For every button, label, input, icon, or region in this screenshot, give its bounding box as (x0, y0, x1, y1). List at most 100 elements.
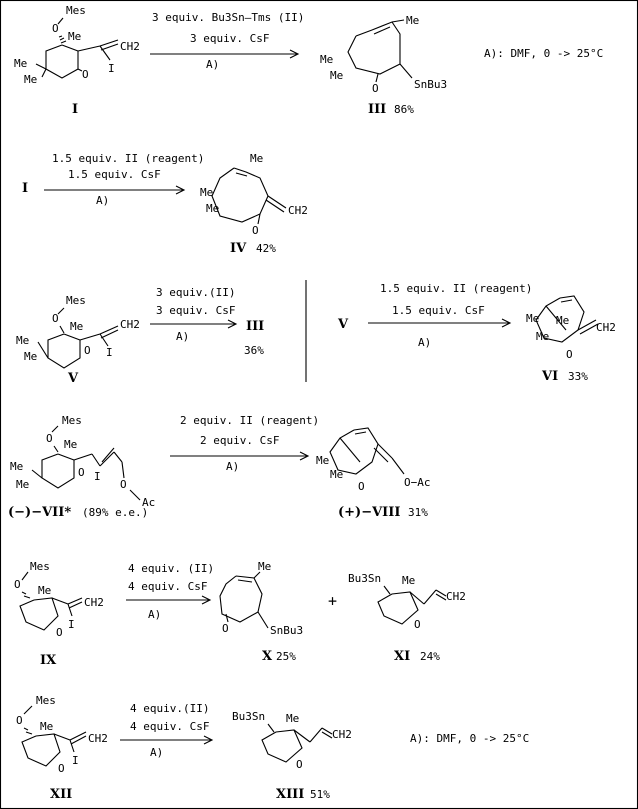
atom-o: O (58, 762, 65, 775)
compound-label-product: VI (541, 369, 558, 384)
atom-me: Me (14, 57, 27, 70)
atom-me: Me (556, 314, 569, 327)
atom-ch2: CH2 (84, 596, 104, 609)
compound-label-start: IX (40, 653, 57, 668)
compound-XIII-structure: Bu3Sn Me O CH2 (232, 710, 352, 771)
atom-o: O (372, 82, 379, 95)
yield: 86% (394, 103, 414, 116)
atom-i: I (68, 618, 75, 631)
compound-IX-structure: Mes O Me O CH2 I (14, 560, 104, 639)
atom-o: O (84, 344, 91, 357)
reaction-arrow-2 (44, 185, 186, 195)
yield: 24% (420, 650, 440, 663)
atom-me: Me (68, 30, 81, 43)
reaction-arrow-6 (126, 595, 212, 605)
compound-label-start: I (22, 181, 28, 196)
atom-ch2: CH2 (88, 732, 108, 745)
reagent-line-2: 1.5 equiv. CsF (68, 168, 161, 181)
atom-o: O (78, 466, 85, 479)
conditions-note: A): DMF, 0 -> 25°C (484, 47, 603, 60)
atom-me: Me (536, 330, 549, 343)
conditions-ref: A) (418, 336, 431, 349)
reaction-arrow-5 (170, 451, 310, 461)
enantiomeric-excess: (89% e.e.) (82, 506, 148, 519)
atom-o: O (120, 478, 127, 491)
reagent-line-1: 4 equiv. (II) (128, 562, 214, 575)
atom-ch2: CH2 (596, 321, 616, 334)
atom-me: Me (70, 320, 83, 333)
atom-o: O (296, 758, 303, 771)
conditions-ref: A) (96, 194, 109, 207)
atom-me: Me (330, 468, 343, 481)
compound-label-product: XIII (276, 787, 304, 802)
reagent-line-2: 4 equiv. CsF (130, 720, 209, 733)
conditions-note: A): DMF, 0 -> 25°C (410, 732, 529, 745)
atom-me: Me (402, 574, 415, 587)
atom-o: O (414, 618, 421, 631)
atom-me: Me (16, 334, 29, 347)
conditions-ref: A) (176, 330, 189, 343)
atom-me: Me (38, 584, 51, 597)
reagent-line-1: 4 equiv.(II) (130, 702, 209, 715)
atom-o: O (46, 432, 53, 445)
compound-label-product: (+)−VIII (338, 505, 400, 520)
yield: 25% (276, 650, 296, 663)
atom-ch2: CH2 (332, 728, 352, 741)
reagent-line-2: 3 equiv. CsF (190, 32, 269, 45)
atom-mes: Mes (62, 414, 82, 427)
yield: 31% (408, 506, 428, 519)
atom-bu3sn: Bu3Sn (348, 572, 381, 585)
compound-VIII-structure: Me Me O O−Ac (316, 427, 431, 493)
atom-o: O (52, 22, 59, 35)
atom-o-ac: O−Ac (404, 476, 431, 489)
compound-IV-structure: Me Me Me O CH2 (200, 152, 308, 237)
atom-me: Me (250, 152, 263, 165)
atom-me: Me (316, 454, 329, 467)
atom-o: O (82, 68, 89, 81)
atom-me: Me (406, 14, 419, 27)
reaction-arrow-4 (368, 318, 512, 328)
reagent-line-1: 2 equiv. II (reagent) (180, 414, 319, 427)
reaction-arrow-1 (150, 49, 300, 59)
atom-me: Me (24, 350, 37, 363)
atom-i: I (94, 470, 101, 483)
atom-ch2: CH2 (120, 318, 140, 331)
atom-o: O (52, 312, 59, 325)
reagent-line-1: 1.5 equiv. II (reagent) (52, 152, 204, 165)
atom-i: I (72, 754, 79, 767)
compound-I-structure: Mes O Me Me Me O CH2 I (14, 4, 140, 86)
reagent-line-2: 3 equiv. CsF (156, 304, 235, 317)
compound-label-start: I (72, 102, 78, 117)
atom-me: Me (258, 560, 271, 573)
compound-label-product: III (246, 319, 264, 334)
atom-o: O (566, 348, 573, 361)
atom-o: O (16, 714, 23, 727)
compound-V-structure: Mes O Me Me Me O CH2 I (16, 294, 140, 369)
atom-i: I (108, 62, 115, 75)
atom-o: O (252, 224, 259, 237)
atom-snbu3: SnBu3 (270, 624, 303, 637)
reagent-line-2: 4 equiv. CsF (128, 580, 207, 593)
atom-me: Me (526, 312, 539, 325)
atom-i: I (106, 346, 113, 359)
atom-me: Me (206, 202, 219, 215)
yield: 36% (244, 344, 264, 357)
atom-snbu3: SnBu3 (414, 78, 447, 91)
atom-me: Me (64, 438, 77, 451)
atom-me: Me (10, 460, 23, 473)
atom-bu3sn: Bu3Sn (232, 710, 265, 723)
compound-XII-structure: Mes O Me O CH2 I (16, 694, 108, 775)
atom-me: Me (286, 712, 299, 725)
reagent-line-1: 3 equiv. Bu3Sn—Tms (II) (152, 11, 304, 24)
atom-ch2: CH2 (120, 40, 140, 53)
atom-o: O (222, 622, 229, 635)
atom-mes: Mes (66, 294, 86, 307)
atom-mes: Mes (30, 560, 50, 573)
atom-ch2: CH2 (446, 590, 466, 603)
reagent-line-1: 1.5 equiv. II (reagent) (380, 282, 532, 295)
atom-ch2: CH2 (288, 204, 308, 217)
compound-III-structure: Me Me Me O SnBu3 (320, 14, 447, 95)
